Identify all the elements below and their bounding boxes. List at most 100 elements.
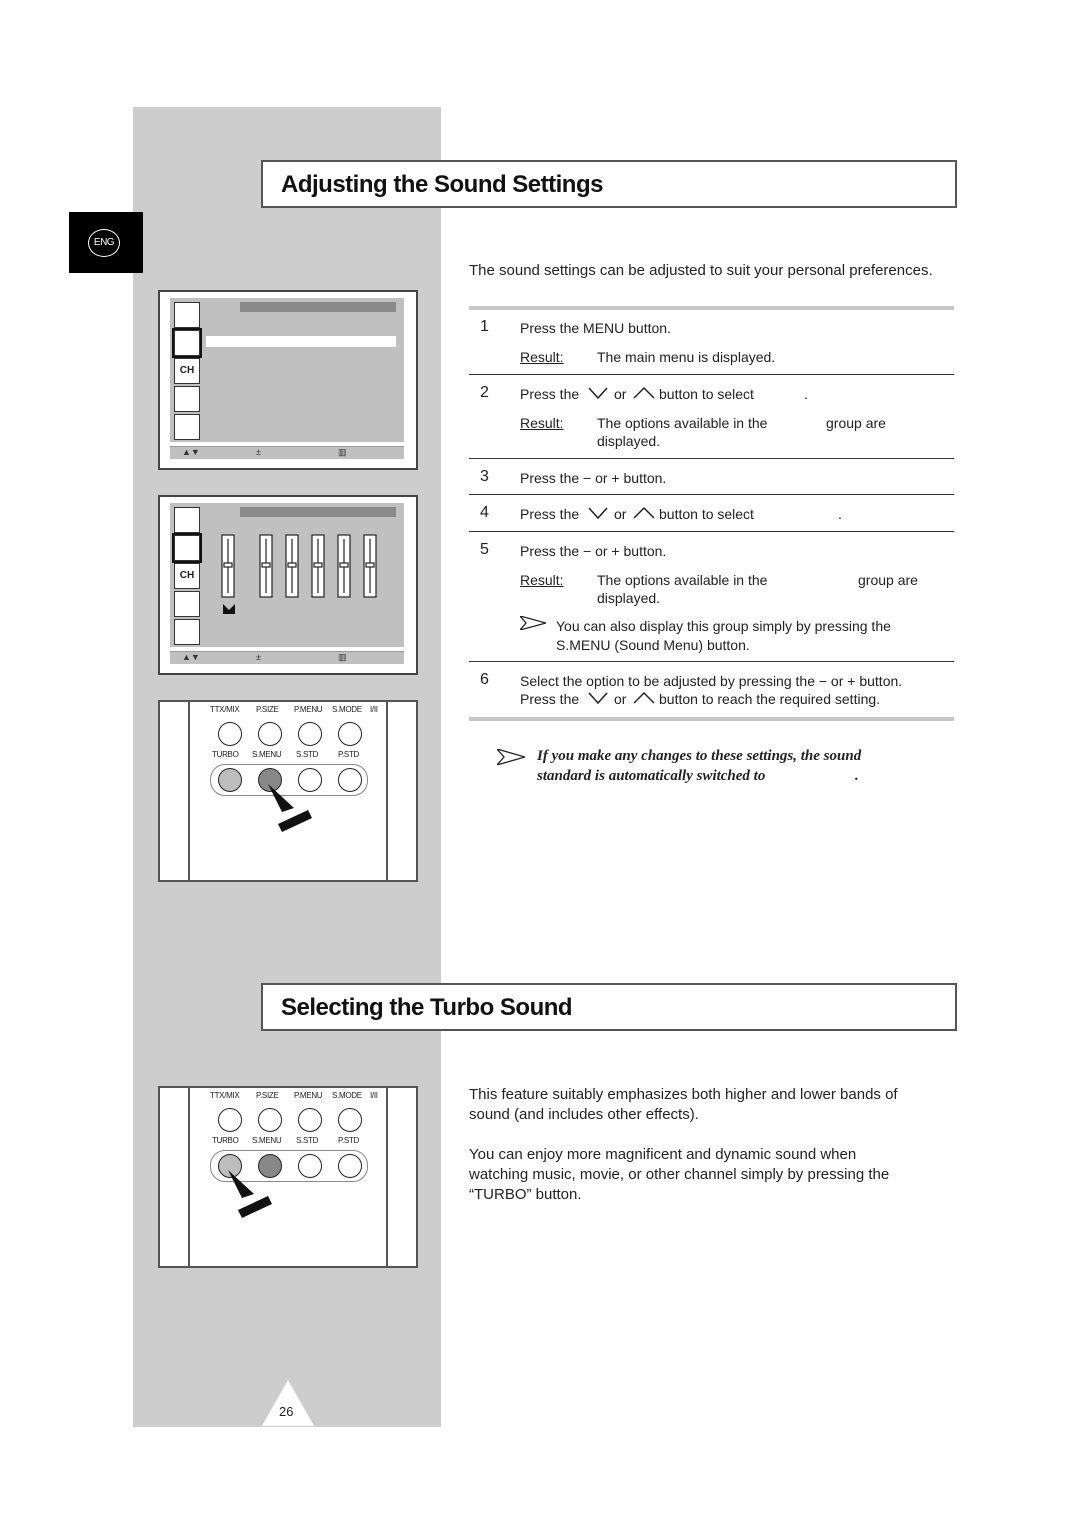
remote-label: P.MENU xyxy=(294,1091,323,1100)
p-menu-button[interactable] xyxy=(298,722,322,746)
result-text: displayed. xyxy=(597,433,661,449)
remote-label: TURBO xyxy=(212,750,239,759)
ttx-mix-button[interactable] xyxy=(218,1108,242,1132)
remote-label: P.SIZE xyxy=(256,705,279,714)
result-text: The main menu is displayed. xyxy=(597,349,776,365)
step-text: Press the xyxy=(520,386,580,402)
down-arrow-icon xyxy=(588,507,608,520)
p-menu-button[interactable] xyxy=(298,1108,322,1132)
section-title-box: Adjusting the Sound Settings xyxy=(261,160,957,208)
step-number: 6 xyxy=(480,671,489,688)
p-std-button[interactable] xyxy=(338,768,362,792)
picture-icon xyxy=(174,507,200,533)
remote-label: TTX/MIX xyxy=(210,1091,240,1100)
divider xyxy=(469,374,954,375)
step-text: button to select xyxy=(659,506,754,522)
up-arrow-icon xyxy=(633,386,655,399)
setup-icon xyxy=(174,619,200,645)
step-text: . xyxy=(804,386,808,402)
sound-icon xyxy=(172,328,202,358)
italic-note: . xyxy=(855,768,859,784)
s-std-button[interactable] xyxy=(298,768,322,792)
menu-title-bar xyxy=(240,302,396,312)
step-number: 1 xyxy=(480,318,489,335)
sound-icon xyxy=(172,533,202,563)
section-title: Adjusting the Sound Settings xyxy=(281,171,603,198)
result-text: group are xyxy=(826,415,886,431)
page-number-tab xyxy=(262,1380,314,1426)
cursor-icon xyxy=(223,604,235,614)
step-text: button to reach the required setting. xyxy=(659,691,881,707)
paragraph-text: sound (and includes other effects). xyxy=(469,1106,699,1123)
remote-label: TURBO xyxy=(212,1136,239,1145)
remote-control-1: TTX/MIX P.SIZE P.MENU S.MODE I/II TURBO … xyxy=(158,700,418,882)
result-text: The options available in the xyxy=(597,415,768,431)
p-std-button[interactable] xyxy=(338,1154,362,1178)
s-std-button[interactable] xyxy=(298,1154,322,1178)
equalizer-sliders xyxy=(221,534,377,598)
menu-panel xyxy=(170,298,404,442)
step-text: button to select xyxy=(659,386,754,402)
page-number: 26 xyxy=(279,1404,294,1419)
step-number: 2 xyxy=(480,384,489,401)
tv-menu-screen-main: CH ▲▼ ± ▥ xyxy=(158,290,418,470)
result-text: The options available in the xyxy=(597,572,768,588)
tv-menu-screen-sound: CH ▲▼ ± ▥ xyxy=(158,495,418,675)
menu-title-bar xyxy=(240,507,396,517)
italic-note: If you make any changes to these setting… xyxy=(537,748,862,764)
step-text: or xyxy=(614,386,627,402)
note-arrow-icon xyxy=(520,616,546,630)
channel-icon: CH xyxy=(174,563,200,589)
divider xyxy=(469,531,954,532)
up-arrow-icon xyxy=(633,506,655,519)
italic-note: standard is automatically switched to xyxy=(537,768,766,784)
updown-icon: ▲▼ xyxy=(182,447,200,457)
remote-label: S.MENU xyxy=(252,750,282,759)
result-label: Result: xyxy=(520,349,564,365)
divider-top xyxy=(469,306,954,310)
step-text: . xyxy=(838,506,842,522)
plus-minus-icon: ± xyxy=(256,652,261,662)
s-mode-button[interactable] xyxy=(338,1108,362,1132)
remote-label: P.STD xyxy=(338,750,360,759)
result-text: group are xyxy=(858,572,918,588)
plus-minus-icon: ± xyxy=(256,447,261,457)
channel-icon: CH xyxy=(174,358,200,384)
updown-icon: ▲▼ xyxy=(182,652,200,662)
result-label: Result: xyxy=(520,572,564,588)
down-arrow-icon xyxy=(588,387,608,400)
setup-icon xyxy=(174,414,200,440)
menu-footer: ▲▼ ± ▥ xyxy=(170,651,404,664)
menu-footer: ▲▼ ± ▥ xyxy=(170,446,404,459)
remote-label: S.STD xyxy=(296,750,319,759)
p-size-button[interactable] xyxy=(258,1108,282,1132)
s-menu-button[interactable] xyxy=(258,1154,282,1178)
remote-label: S.STD xyxy=(296,1136,319,1145)
note-text: S.MENU (Sound Menu) button. xyxy=(556,637,750,653)
paragraph-text: “TURBO” button. xyxy=(469,1186,582,1203)
turbo-button[interactable] xyxy=(218,768,242,792)
note-arrow-icon xyxy=(497,749,525,765)
paragraph-text: You can enjoy more magnificent and dynam… xyxy=(469,1146,857,1163)
s-mode-button[interactable] xyxy=(338,722,362,746)
button-row-outline xyxy=(210,1150,368,1182)
menu-highlight xyxy=(206,336,396,347)
down-arrow-icon xyxy=(588,692,608,705)
step-text: Press the − or + button. xyxy=(520,543,667,559)
picture-icon xyxy=(174,302,200,328)
up-arrow-icon xyxy=(633,691,655,704)
pointer-arrow-icon xyxy=(228,1170,272,1218)
p-size-button[interactable] xyxy=(258,722,282,746)
function-icon xyxy=(174,591,200,617)
remote-label: TTX/MIX xyxy=(210,705,240,714)
remote-label: S.MENU xyxy=(252,1136,282,1145)
divider xyxy=(469,458,954,459)
ttx-mix-button[interactable] xyxy=(218,722,242,746)
menu-key-icon: ▥ xyxy=(338,447,347,457)
remote-label: P.SIZE xyxy=(256,1091,279,1100)
note-text: You can also display this group simply b… xyxy=(556,618,891,634)
step-text: Press the MENU button. xyxy=(520,320,671,336)
step-number: 3 xyxy=(480,468,489,485)
step-text: Select the option to be adjusted by pres… xyxy=(520,673,903,689)
step-text: Press the xyxy=(520,506,580,522)
